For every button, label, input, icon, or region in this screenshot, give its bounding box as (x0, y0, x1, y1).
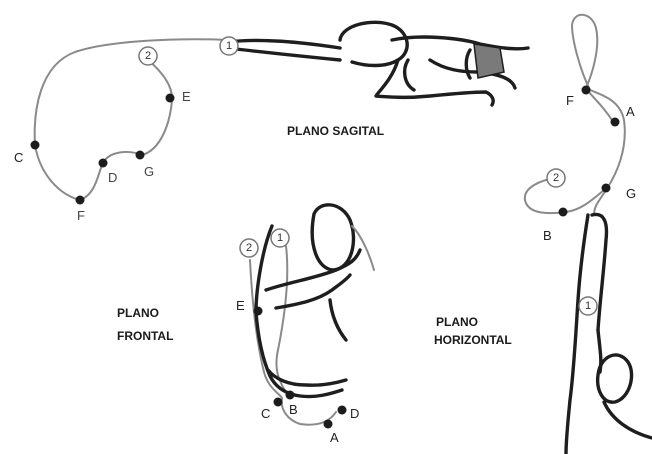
frontal-point-d-dot (338, 406, 347, 415)
horizontal-diagram: F A G B 2 1 (525, 15, 652, 454)
sagittal-trajectory (35, 39, 230, 200)
frontal-circle-2-label: 2 (246, 242, 252, 254)
sagittal-swimmer-arm (228, 40, 340, 60)
frontal-point-c-dot (274, 398, 283, 407)
horizontal-point-a: A (626, 104, 635, 119)
sagittal-point-f: F (77, 208, 85, 223)
frontal-circle-1-label: 1 (277, 232, 283, 244)
frontal-point-b-dot (286, 391, 295, 400)
sagittal-point-e: E (182, 89, 191, 104)
horizontal-shoulder (598, 330, 652, 438)
frontal-point-e-dot (254, 307, 263, 316)
sagittal-circle-2-label: 2 (145, 50, 151, 62)
plane-frontal-label-1: PLANO (117, 306, 159, 320)
horizontal-head (598, 355, 632, 402)
plane-sagital-label: PLANO SAGITAL (287, 124, 384, 138)
sagittal-point-d: D (108, 170, 117, 185)
sagittal-swimmer-leg-shade (474, 44, 504, 78)
frontal-point-a-dot (324, 420, 333, 429)
sagittal-point-f-dot (76, 196, 85, 205)
frontal-point-d: D (350, 406, 359, 421)
sagittal-point-g: G (144, 164, 154, 179)
frontal-arm-extended (352, 226, 374, 270)
frontal-point-e: E (236, 298, 245, 313)
sagittal-swimmer-torso (376, 37, 528, 105)
frontal-arm (266, 250, 360, 340)
horizontal-arm (566, 214, 606, 454)
sagittal-circle-1-label: 1 (226, 40, 232, 52)
horizontal-point-f: F (566, 93, 574, 108)
sagittal-diagram: C F D G E 2 1 (14, 22, 528, 223)
frontal-diagram: E C B A D 2 1 (236, 205, 374, 445)
horizontal-point-g-dot (602, 184, 611, 193)
plane-horizontal-label-1: PLANO (436, 315, 478, 329)
sagittal-point-c: C (14, 150, 23, 165)
horizontal-circle-2-label: 2 (553, 172, 559, 184)
horizontal-point-g: G (626, 186, 636, 201)
plane-frontal-label-2: FRONTAL (117, 329, 173, 343)
horizontal-point-b-dot (559, 208, 568, 217)
frontal-point-b: B (289, 402, 298, 417)
horizontal-point-f-dot (582, 86, 591, 95)
horizontal-trajectory (525, 15, 625, 215)
frontal-point-c: C (261, 406, 270, 421)
plane-horizontal-label-2: HORIZONTAL (434, 333, 512, 347)
sagittal-point-e-dot (166, 94, 175, 103)
horizontal-point-a-dot (611, 118, 620, 127)
frontal-point-a: A (330, 430, 339, 445)
sagittal-point-c-dot (31, 141, 40, 150)
horizontal-circle-1-label: 1 (585, 300, 591, 312)
frontal-head (312, 205, 353, 270)
horizontal-point-b: B (543, 228, 552, 243)
sagittal-point-g-dot (136, 151, 145, 160)
sagittal-point-d-dot (99, 159, 108, 168)
